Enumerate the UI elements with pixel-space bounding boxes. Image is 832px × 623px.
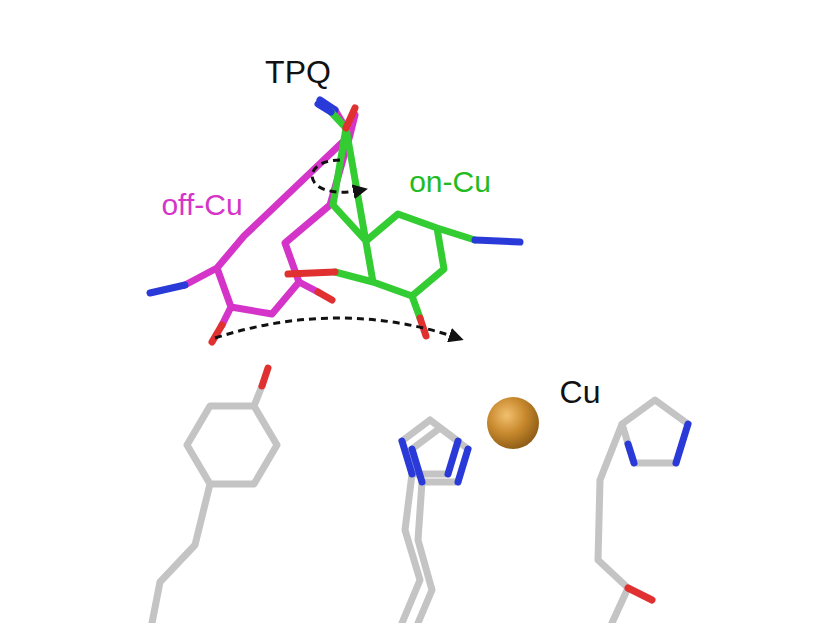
tpq-on-cu-nitrogen bbox=[318, 104, 520, 242]
tyrosine-oxygen bbox=[262, 368, 268, 386]
structure-label: on-Cu bbox=[409, 167, 491, 197]
histidine-nitrogen bbox=[628, 424, 688, 463]
rotation-arrow bbox=[312, 160, 362, 192]
copper-ion bbox=[487, 397, 539, 449]
histidine-carbon bbox=[598, 400, 688, 623]
tpq-on-cu-oxygen bbox=[346, 108, 355, 128]
structure-label: off-Cu bbox=[161, 190, 242, 220]
tpq-on-cu-carbon bbox=[331, 112, 475, 318]
histidine-nitrogen bbox=[402, 441, 468, 482]
structure-label: Cu bbox=[560, 376, 601, 408]
swing-arrow bbox=[215, 318, 458, 338]
tpq-off-cu-nitrogen bbox=[150, 100, 335, 293]
tyrosine-carbon bbox=[152, 386, 277, 623]
histidine-oxygen bbox=[628, 588, 652, 600]
structure-label: TPQ bbox=[265, 56, 331, 88]
tpq-on-cu-oxygen bbox=[288, 272, 426, 336]
histidine-carbon bbox=[402, 420, 468, 623]
